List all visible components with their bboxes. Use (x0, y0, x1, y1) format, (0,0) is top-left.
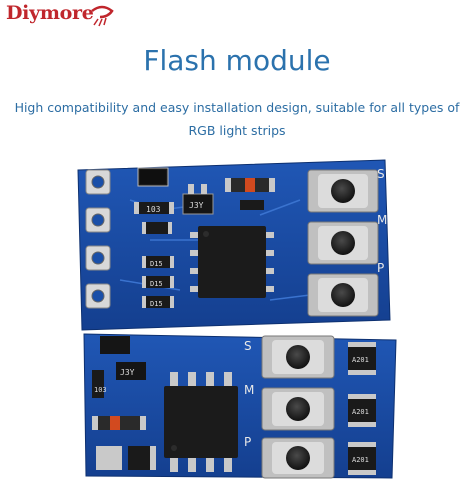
chip-marking: 103 (146, 205, 161, 214)
chip-marking: J3Y (120, 368, 135, 377)
chip-marking: D15 (150, 260, 163, 268)
brand-logo: Diymore (6, 2, 116, 30)
solder-pads-top (85, 169, 111, 309)
pcb-board-top: 103 J3Y D15 D15 D15 (77, 159, 391, 331)
board-label-s: S (244, 339, 252, 353)
ic-chip-bottom (164, 372, 238, 472)
chip-marking: A201 (352, 356, 369, 364)
chip-marking: 103 (94, 386, 107, 394)
logo-swoosh-icon (91, 5, 114, 27)
chip-marking: J3Y (189, 201, 204, 210)
chip-marking: D15 (150, 300, 163, 308)
tactile-buttons-top (307, 169, 379, 317)
pcb-board-bottom: J3Y 103 (83, 333, 397, 479)
page-subtitle: High compatibility and easy installation… (14, 100, 460, 138)
ic-chip-top (190, 226, 274, 298)
tactile-buttons-bottom (261, 335, 335, 479)
chip-marking: A201 (352, 408, 369, 416)
board-label-m: M (244, 383, 254, 397)
chip-marking: A201 (352, 456, 369, 464)
chip-marking: D15 (150, 280, 163, 288)
board-label-m: M (377, 213, 387, 227)
page-title: Flash module (143, 44, 331, 77)
brand-logo-text: Diymore (6, 2, 94, 24)
board-label-s: S (377, 167, 385, 181)
product-photo: 103 J3Y D15 D15 D15 (77, 159, 397, 479)
board-label-p: P (377, 261, 384, 275)
board-label-p: P (244, 435, 251, 449)
